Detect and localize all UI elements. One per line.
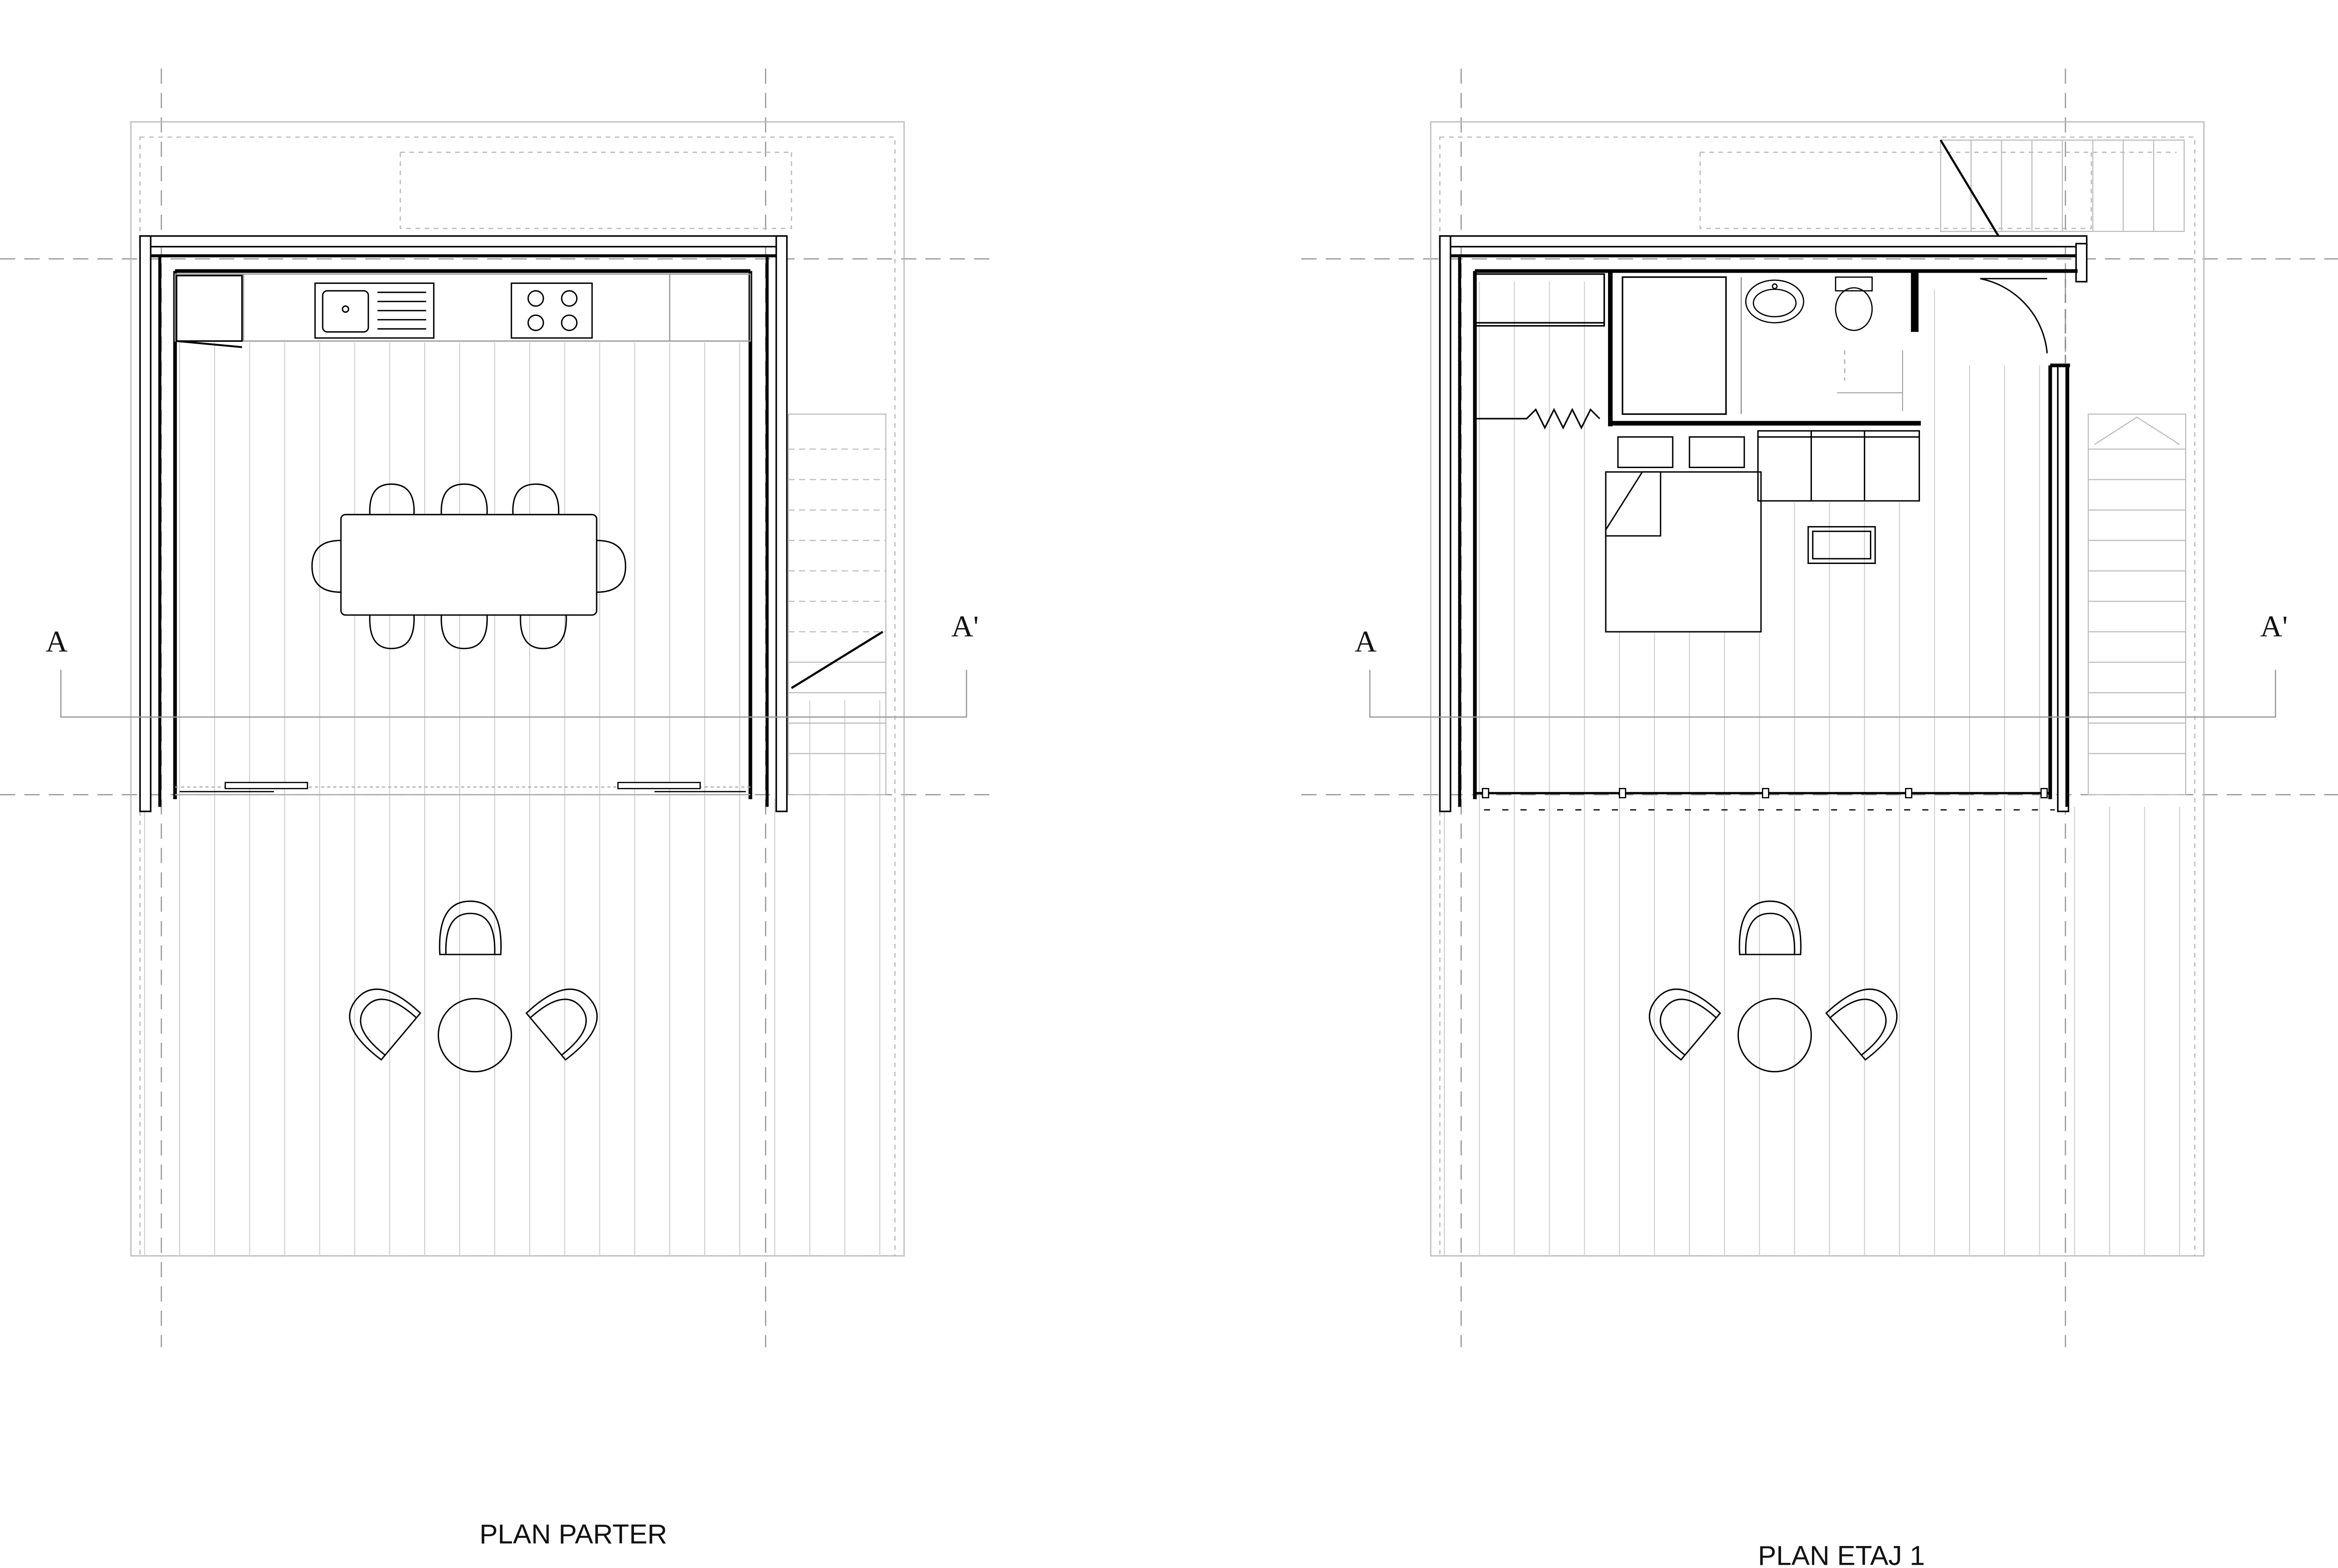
terrace-furniture [1649, 900, 1898, 1073]
storage-shelves [1757, 430, 1920, 502]
first-floor-title: PLAN ETAJ 1 [1758, 1540, 1925, 1568]
ground-floor-title: PLAN PARTER [479, 1519, 667, 1550]
cooktop [511, 282, 593, 339]
dining-set [311, 483, 627, 650]
curtain [1476, 408, 1601, 430]
washbasin [1745, 279, 1804, 324]
exterior-stair [787, 413, 887, 795]
deck-boards [144, 342, 880, 1256]
sliding-facade [175, 781, 750, 795]
section-mark-right-first: A' [2260, 610, 2288, 643]
bench [1807, 526, 1876, 564]
first-floor-plan [1301, 68, 2338, 1347]
walls [1439, 235, 2088, 812]
kitchen-counter [174, 273, 751, 342]
section-mark-right-ground: A' [951, 610, 979, 643]
section-mark-left-ground: A [46, 625, 68, 658]
section-mark-left-first: A [1355, 625, 1377, 658]
facade-railing [1475, 788, 2055, 811]
section-line-ground [60, 670, 967, 718]
section-line-first [1369, 670, 2276, 718]
door-swing [1980, 278, 2066, 366]
shower [1622, 276, 1727, 415]
sink [314, 282, 435, 339]
roof-outline [130, 121, 905, 1257]
stair-break-line [1940, 139, 1999, 237]
top-stair [1940, 139, 2185, 232]
ground-floor-plan [0, 68, 989, 1347]
terrace-furniture [349, 900, 598, 1073]
wardrobe-block [1474, 273, 1605, 327]
toilet [1835, 276, 1873, 331]
walls [139, 235, 788, 812]
deck-boards [1444, 282, 2180, 1256]
stair-break-line [791, 631, 884, 689]
bathroom-walls [1608, 271, 1921, 426]
fridge [175, 275, 243, 342]
exterior-stair [2087, 413, 2186, 795]
bath-partitions [1837, 350, 1903, 412]
bed [1605, 436, 1762, 633]
grid-axes [1301, 68, 2338, 1347]
